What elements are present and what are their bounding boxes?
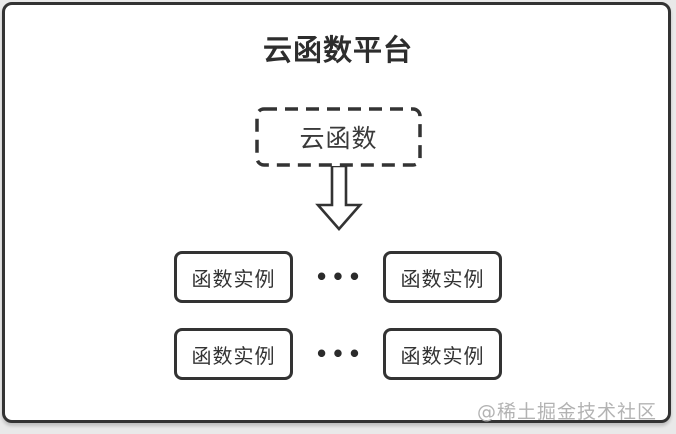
page-title: 云函数平台 xyxy=(262,33,413,67)
dashed-border-icon xyxy=(255,107,422,167)
ellipsis-row-1: ••• xyxy=(314,265,365,289)
ellipsis-row-2: ••• xyxy=(314,342,365,366)
instance-node-label: 函数实例 xyxy=(191,343,276,368)
instance-node: 函数实例 xyxy=(383,251,502,303)
instance-node: 函数实例 xyxy=(383,328,502,380)
instance-node: 函数实例 xyxy=(174,328,293,380)
instance-node-label: 函数实例 xyxy=(191,266,276,291)
watermark: @稀土掘金技术社区 xyxy=(476,401,657,423)
cloud-function-node: 云函数 xyxy=(255,107,422,167)
instance-node: 函数实例 xyxy=(174,251,293,303)
down-arrow-icon xyxy=(315,166,363,231)
instance-node-label: 函数实例 xyxy=(400,266,485,291)
cloud-function-label: 云函数 xyxy=(299,124,378,153)
instance-node-label: 函数实例 xyxy=(400,343,485,368)
